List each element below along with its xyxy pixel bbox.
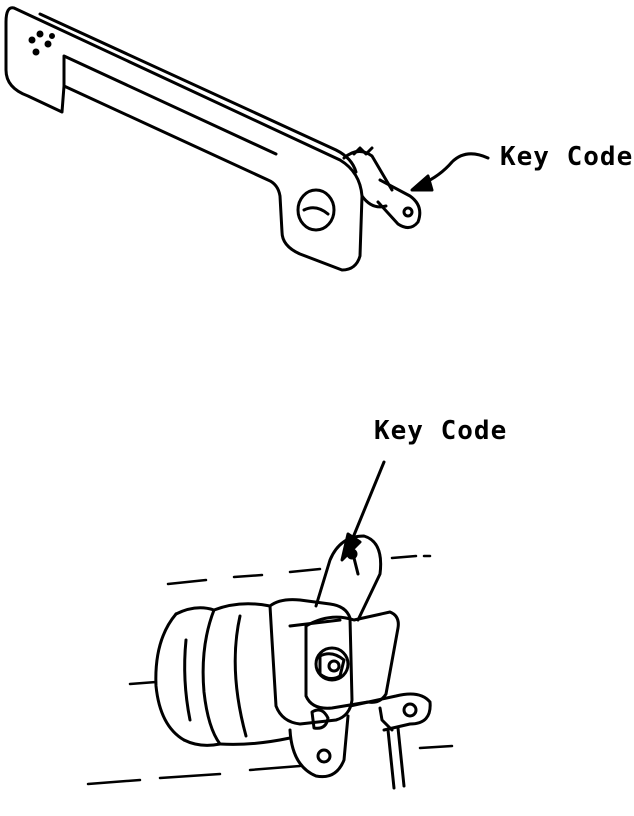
shaft-lines (386, 726, 406, 790)
lock-cylinder-top (296, 146, 422, 232)
lock-cylinder-bottom (154, 534, 432, 779)
key-code-arrow-bottom (340, 460, 386, 562)
lock-bracket-arm (4, 6, 364, 272)
key-code-arrow-top (410, 152, 490, 192)
key-code-label-top: Key Code (500, 142, 634, 172)
reference-lines (86, 554, 454, 786)
key-code-label-bottom: Key Code (374, 416, 508, 446)
